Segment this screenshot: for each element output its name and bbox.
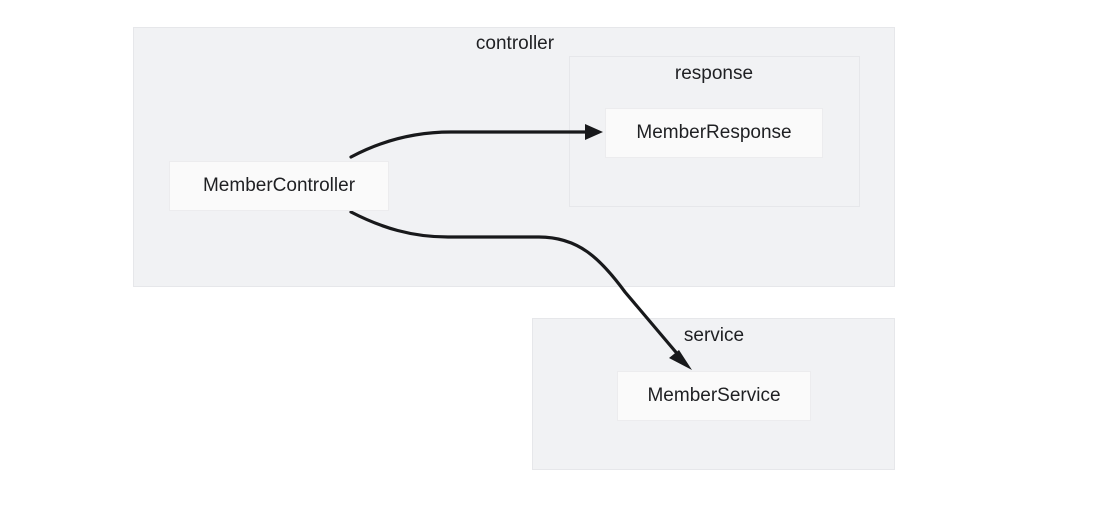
cluster-label-response: response <box>674 63 754 84</box>
node-memberresponse[interactable]: MemberResponse <box>605 108 823 158</box>
node-label-memberservice: MemberService <box>647 385 781 406</box>
node-label-memberresponse: MemberResponse <box>636 122 792 143</box>
node-membercontroller[interactable]: MemberController <box>169 161 389 211</box>
node-label-membercontroller: MemberController <box>202 175 356 196</box>
cluster-label-service: service <box>683 325 745 346</box>
node-memberservice[interactable]: MemberService <box>617 371 811 421</box>
cluster-label-controller: controller <box>475 33 555 54</box>
